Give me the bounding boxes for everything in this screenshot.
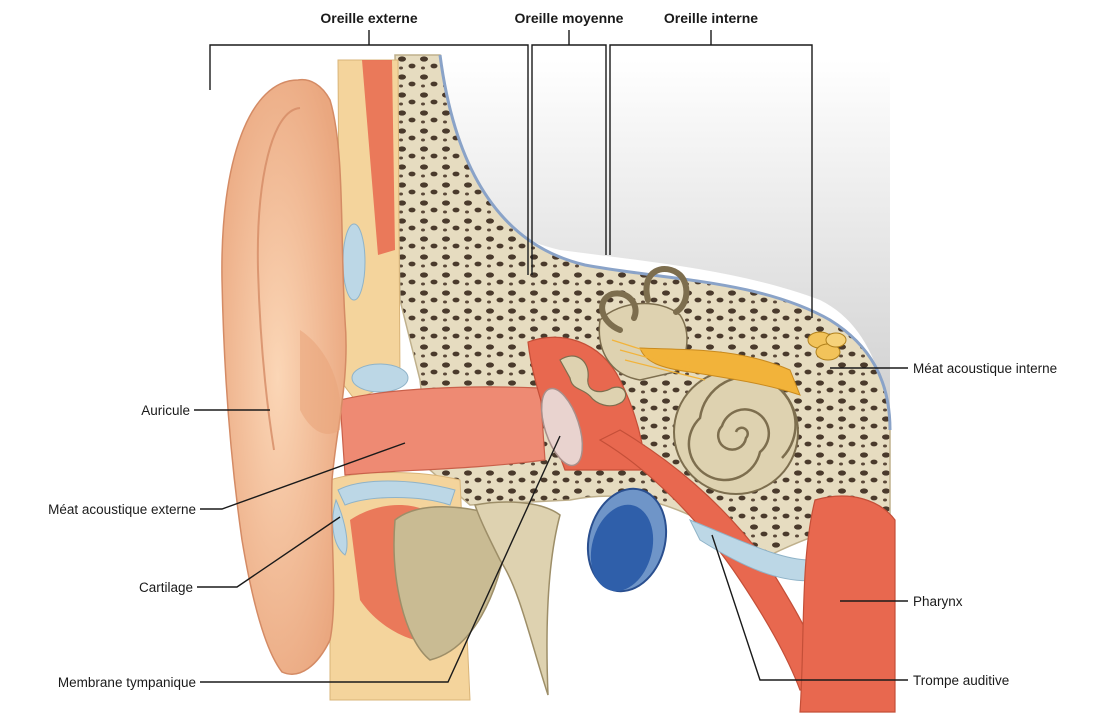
label-auditory-tube: Trompe auditive [913, 673, 1009, 688]
cartilage-upper [343, 224, 365, 300]
ear-canal [340, 387, 545, 475]
label-pharynx: Pharynx [913, 594, 963, 609]
cartilage-lower [352, 364, 408, 392]
header-middle-ear: Oreille moyenne [515, 10, 624, 26]
header-outer-ear: Oreille externe [320, 10, 417, 26]
header-inner-ear: Oreille interne [664, 10, 758, 26]
label-external-meatus: Méat acoustique externe [48, 502, 196, 517]
label-auricle: Auricule [141, 403, 190, 418]
label-internal-meatus: Méat acoustique interne [913, 361, 1057, 376]
label-cartilage: Cartilage [139, 580, 193, 595]
label-tympanic-membrane: Membrane tympanique [58, 675, 196, 690]
